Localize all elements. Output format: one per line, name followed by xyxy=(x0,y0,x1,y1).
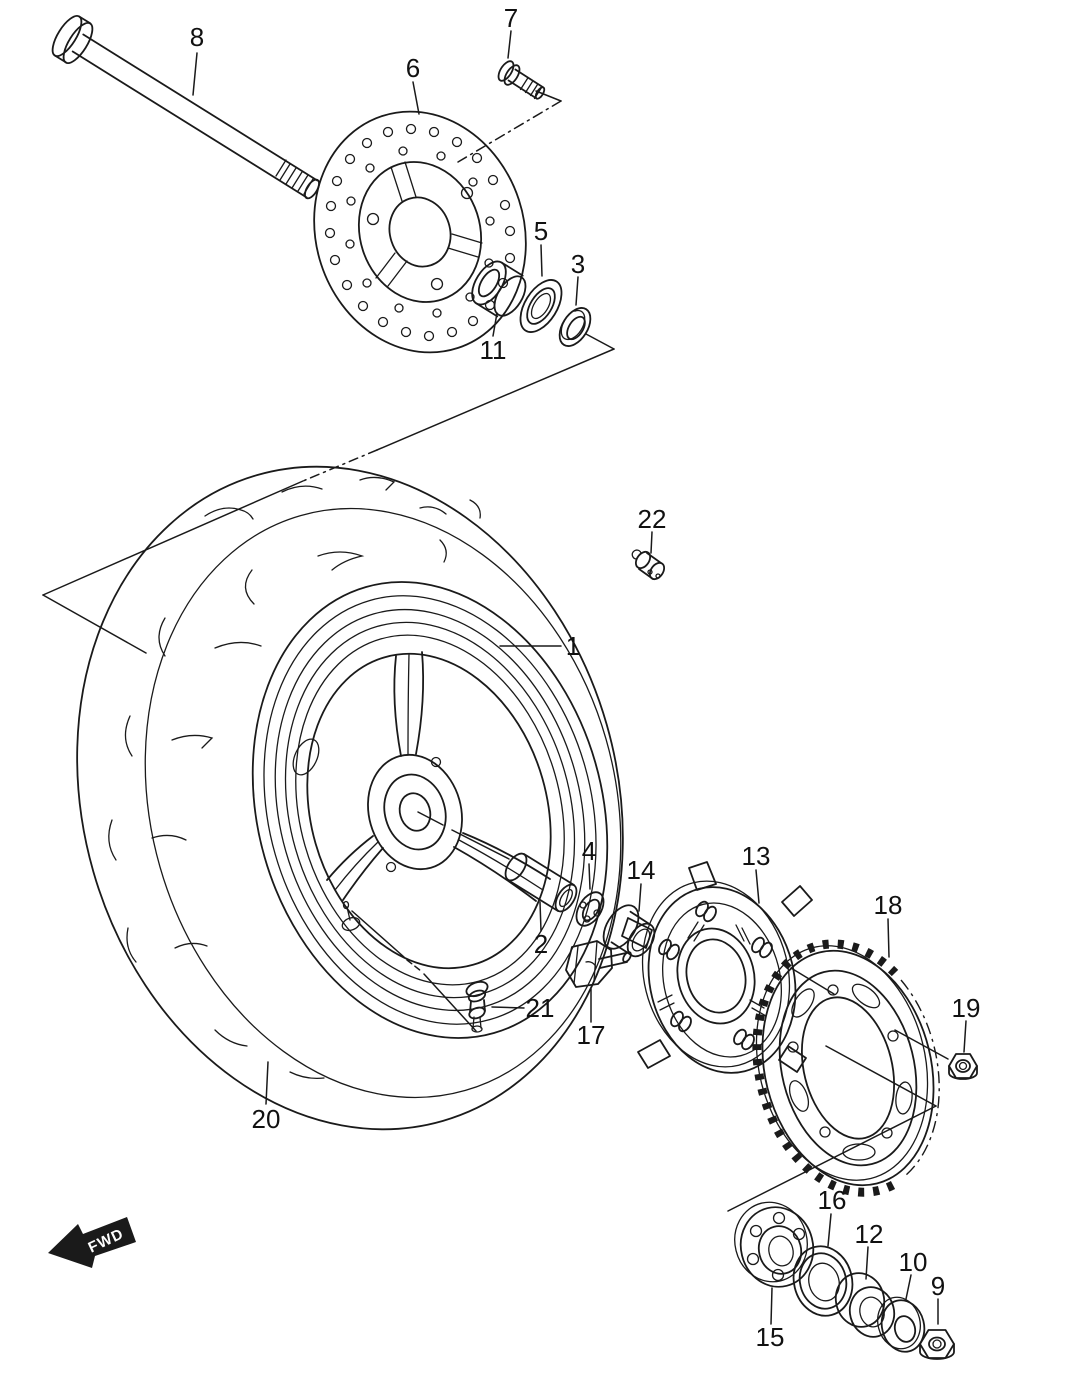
valve-hole xyxy=(341,900,361,932)
callout-label-10: 10 xyxy=(899,1247,928,1277)
assembly-axis-lines xyxy=(42,90,949,1212)
dust-seal-part xyxy=(519,279,563,333)
sprocket-pitch-dash-arc xyxy=(900,979,940,1176)
bearing-part-4 xyxy=(575,891,605,927)
callout-label-4: 4 xyxy=(582,836,596,866)
callout-label-17: 17 xyxy=(577,1020,606,1050)
callout-label-5: 5 xyxy=(534,216,548,246)
callout-leaders xyxy=(192,30,967,1325)
callout-label-18: 18 xyxy=(874,890,903,920)
callout-label-15: 15 xyxy=(756,1322,785,1352)
fwd-arrow-icon xyxy=(48,1217,136,1268)
bearing-part-15 xyxy=(734,1201,815,1288)
callout-label-20: 20 xyxy=(252,1104,281,1134)
sprocket-nut-part xyxy=(948,1053,978,1080)
callout-label-11: 11 xyxy=(480,335,507,365)
spacer-collar-part xyxy=(471,260,527,318)
rear-sprocket-part xyxy=(752,939,940,1197)
callout-labels: 1 2 3 4 5 6 7 8 9 10 11 12 13 14 15 16 1… xyxy=(190,3,981,1352)
brake-disc-part xyxy=(313,110,527,354)
bearing-part-3 xyxy=(558,307,592,347)
callout-label-12: 12 xyxy=(855,1219,884,1249)
spacer-part-12 xyxy=(834,1272,896,1338)
disc-center-spider xyxy=(366,161,483,291)
drum-vane-slots xyxy=(657,921,767,1017)
rim-lightening-hole xyxy=(292,738,320,776)
callout-label-6: 6 xyxy=(406,53,420,83)
disc-bolt-part xyxy=(497,60,546,100)
callout-label-7: 7 xyxy=(504,3,518,33)
wheel-spokes xyxy=(326,651,551,902)
axle-shaft-part xyxy=(51,15,320,200)
callout-label-13: 13 xyxy=(742,841,771,871)
valve-stem-part xyxy=(465,980,489,1033)
callout-label-19: 19 xyxy=(952,993,981,1023)
disc-hole-ring-inner xyxy=(345,146,495,318)
drum-studs xyxy=(658,900,773,1051)
callout-label-8: 8 xyxy=(190,22,204,52)
callout-label-9: 9 xyxy=(931,1271,945,1301)
wheel-tire-assembly xyxy=(76,465,624,1131)
axle-nut-part xyxy=(919,1329,955,1360)
sprocket-drum-part xyxy=(621,861,813,1074)
callout-label-1: 1 xyxy=(566,631,580,661)
balancer-clip-part xyxy=(631,549,666,581)
callout-label-14: 14 xyxy=(627,855,656,885)
wheel-hub-boss xyxy=(367,753,463,873)
callout-label-22: 22 xyxy=(638,504,667,534)
callout-label-3: 3 xyxy=(571,249,585,279)
sprocket-teeth xyxy=(752,939,899,1197)
callout-label-2: 2 xyxy=(534,929,548,959)
callout-label-16: 16 xyxy=(818,1185,847,1215)
tire-tread-marks xyxy=(108,476,481,1080)
washer-part xyxy=(877,1296,926,1353)
spacer-tube-part xyxy=(504,852,578,913)
fwd-marker: FWD xyxy=(48,1217,136,1268)
sprocket-slots xyxy=(788,983,913,1161)
disc-hole-ring-outer xyxy=(324,123,516,342)
callout-label-21: 21 xyxy=(526,993,555,1023)
cush-damper-part xyxy=(565,940,632,988)
